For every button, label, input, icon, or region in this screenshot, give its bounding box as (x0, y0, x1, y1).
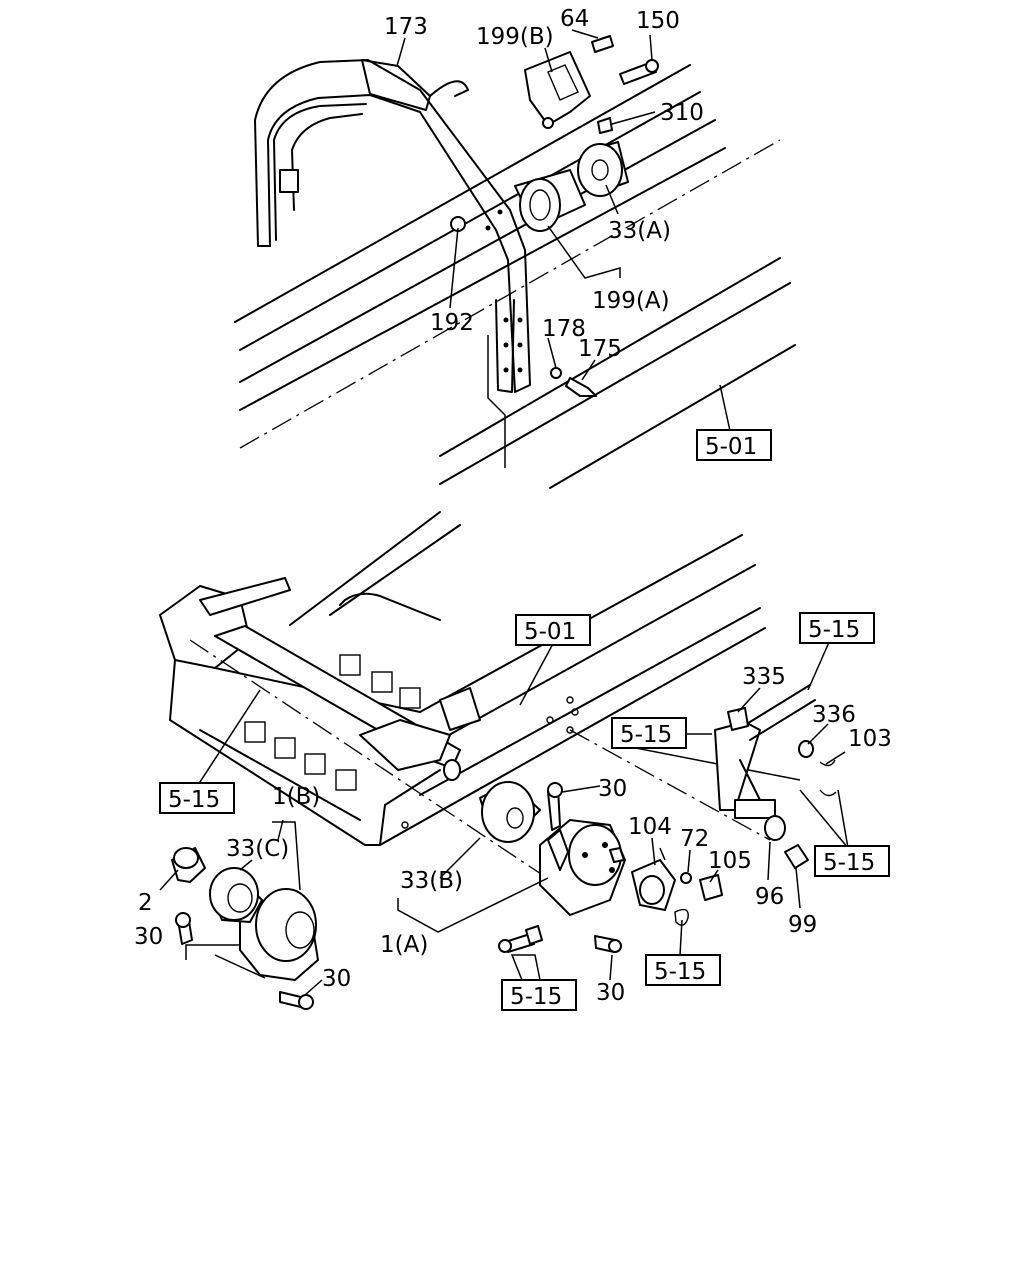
callout-99: 99 (788, 912, 817, 938)
callout-64: 64 (560, 6, 589, 32)
ref-box-5-01-mid: 5-01 (515, 614, 591, 646)
ref-box-5-15-bottom-mid: 5-15 (645, 954, 721, 986)
callout-192: 192 (430, 310, 474, 336)
ref-5-15-tr-text: 5-15 (808, 617, 860, 643)
callout-104: 104 (628, 814, 672, 840)
callout-310: 310 (660, 100, 704, 126)
ref-5-01-top-text: 5-01 (705, 434, 757, 460)
top-frame-rails (234, 64, 796, 489)
bottom-leaders (159, 639, 850, 996)
ref-5-01-mid-text: 5-01 (524, 619, 576, 645)
ref-box-5-01-top: 5-01 (696, 429, 772, 461)
callout-96: 96 (755, 884, 784, 910)
bushing-33a (577, 141, 629, 197)
ref-5-15-bot-text: 5-15 (510, 984, 562, 1010)
callout-33b: 33(B) (400, 868, 463, 894)
bracket-199b (524, 51, 591, 129)
callout-72: 72 (680, 826, 709, 852)
callout-30-left: 30 (134, 924, 163, 950)
ref-box-5-15-bottom: 5-15 (501, 979, 577, 1011)
callout-labels: 173 199(B) 64 150 310 33(A) 199(A) 192 1… (134, 6, 892, 1006)
callout-150: 150 (636, 8, 680, 34)
callout-199b: 199(B) (476, 24, 554, 50)
ref-box-5-15-left: 5-15 (159, 782, 235, 814)
ref-box-5-15-mid: 5-15 (611, 717, 687, 749)
callout-178: 178 (542, 316, 586, 342)
ref-5-15-right-text: 5-15 (823, 850, 875, 876)
ref-5-15-mid-text: 5-15 (620, 722, 672, 748)
callout-103: 103 (848, 726, 892, 752)
callout-1a: 1(A) (380, 932, 428, 958)
bolts-bottom (175, 782, 689, 1010)
mount-199a (514, 169, 586, 232)
callout-30-bottom-mid: 30 (596, 980, 625, 1006)
callout-175: 175 (578, 336, 622, 362)
callout-2: 2 (138, 890, 153, 916)
bushing-33b (479, 781, 541, 843)
ref-5-15-bm-text: 5-15 (654, 959, 706, 985)
callout-105: 105 (708, 848, 752, 874)
guard-frame-173 (254, 59, 531, 468)
callout-30-mid: 30 (598, 776, 627, 802)
callout-33a: 33(A) (608, 218, 671, 244)
callout-1b: 1(B) (272, 784, 320, 810)
mount-1a (539, 819, 626, 916)
callout-335: 335 (742, 664, 786, 690)
small-parts-right (680, 707, 837, 901)
callout-30-bottom-left: 30 (322, 966, 351, 992)
mount-1b (171, 847, 319, 981)
main-frame (159, 511, 801, 901)
ref-box-5-15-top-right: 5-15 (799, 612, 875, 644)
ref-box-5-15-right: 5-15 (814, 845, 890, 877)
callout-199a: 199(A) (592, 288, 670, 314)
bracket-104 (631, 859, 676, 911)
callout-173: 173 (384, 14, 428, 40)
rod-5-15 (714, 684, 816, 841)
small-fasteners-top (450, 35, 659, 397)
callout-33c: 33(C) (226, 836, 289, 862)
callout-336: 336 (812, 702, 856, 728)
ref-5-15-left-text: 5-15 (168, 787, 220, 813)
